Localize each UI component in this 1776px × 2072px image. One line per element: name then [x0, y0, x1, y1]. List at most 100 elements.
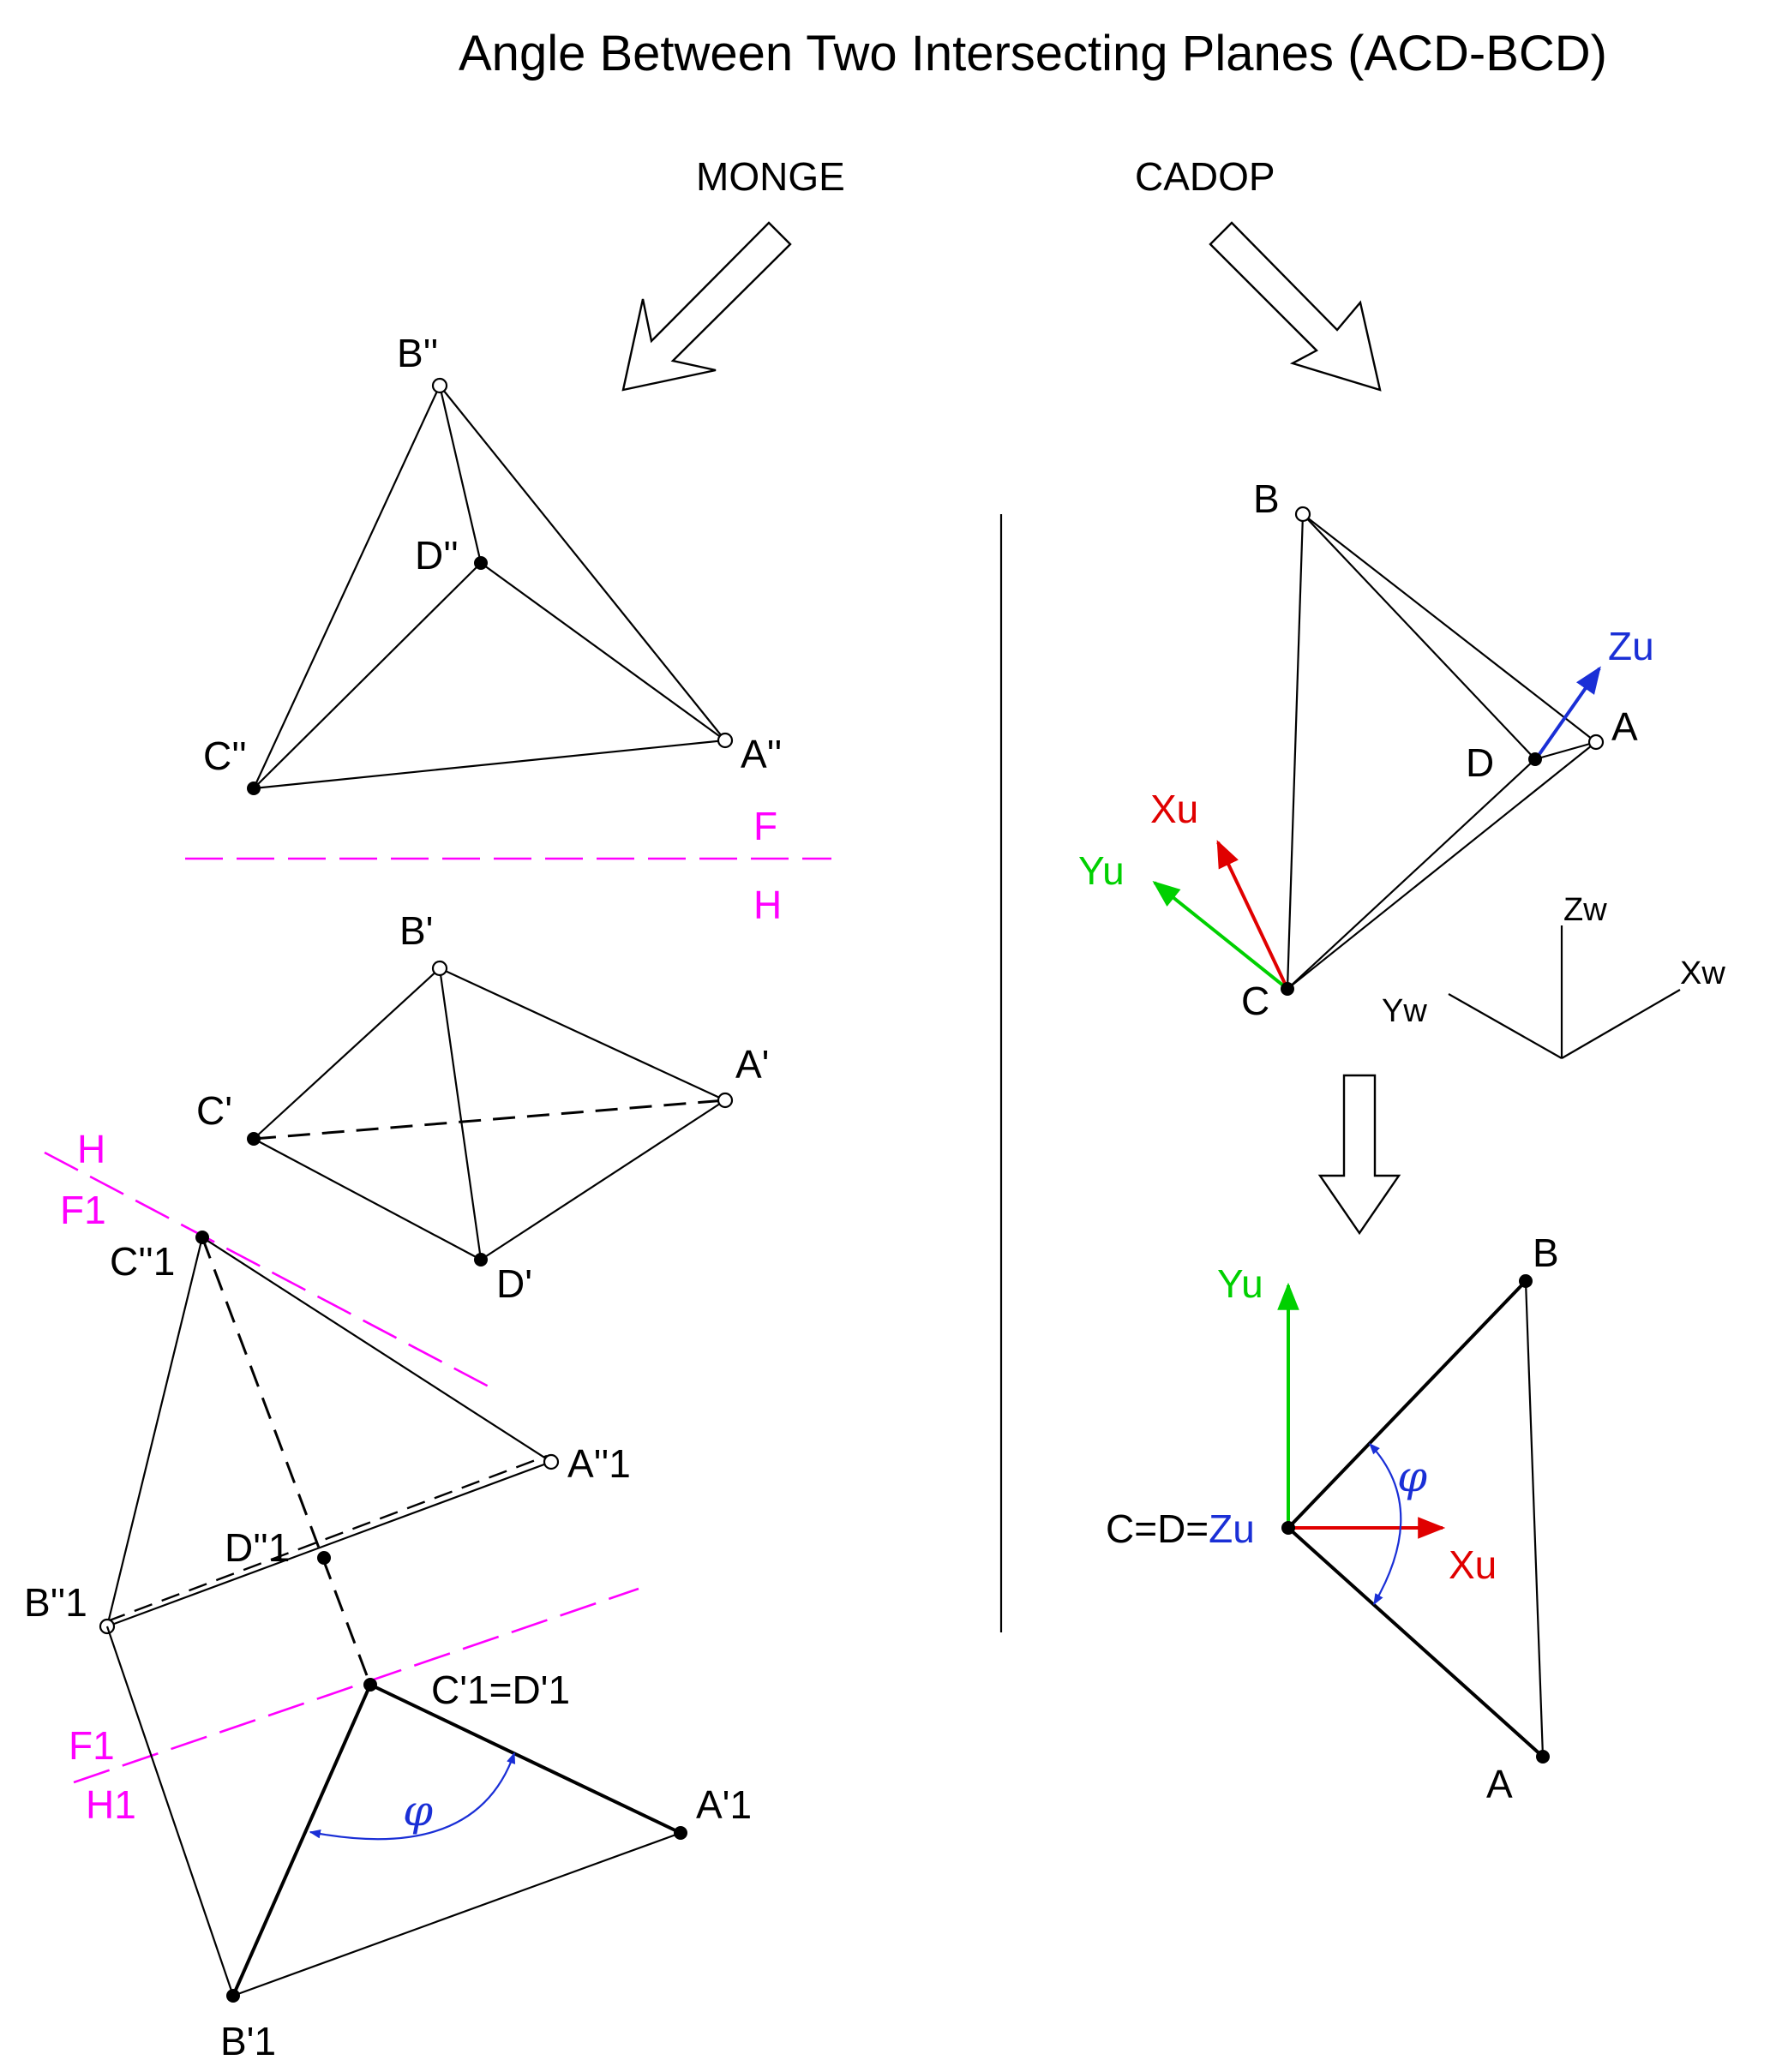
point-b [431, 960, 448, 977]
edge-b-d [438, 385, 483, 564]
point-cd [1281, 1521, 1295, 1535]
point-cd [363, 1678, 377, 1692]
label-a: A [1611, 704, 1638, 749]
label-a: A'' [741, 732, 782, 776]
label-yu: Yu [1078, 848, 1125, 893]
point-b [431, 377, 448, 394]
axis-label-f1: F1 [60, 1188, 106, 1232]
point-a [1587, 734, 1605, 751]
edge-b-d [1302, 513, 1536, 760]
edge-c-d [253, 1138, 482, 1261]
label-a: A' [735, 1042, 769, 1087]
top-view: B' C' A' D' [196, 908, 769, 1306]
cadop-result-view: B A Yu Xu C=D=Zu φ [1106, 1231, 1559, 1806]
point-c [247, 781, 261, 795]
edge-c-a [253, 739, 726, 790]
label-d: D''1 [225, 1525, 290, 1570]
edge-d-a [480, 1099, 726, 1261]
yu-axis-arrow [1152, 881, 1289, 991]
label-d: D' [496, 1261, 532, 1306]
edge-c-a [1287, 741, 1597, 990]
edge-d-a [480, 562, 726, 741]
angle-phi-label: φ [1397, 1452, 1427, 1501]
point-a [717, 1092, 734, 1109]
axis-label-f: F [753, 804, 777, 848]
point-a [717, 732, 734, 749]
axis-label-h: H [753, 883, 782, 927]
label-xu: Xu [1150, 787, 1198, 831]
label-cdzu: C=D=Zu [1106, 1506, 1255, 1551]
point-d [317, 1551, 331, 1565]
world-axes: Zw Xw Yw [1382, 892, 1725, 1059]
angle-arc [1369, 1443, 1402, 1606]
point-d [474, 556, 488, 570]
point-c [247, 1132, 261, 1146]
point-b [1294, 506, 1311, 523]
yw-axis [1448, 993, 1563, 1059]
label-c: C [1241, 979, 1269, 1023]
label-b: B''1 [24, 1580, 87, 1625]
axis-label-f1: F1 [69, 1723, 115, 1768]
label-d: D'' [415, 533, 459, 578]
edge-b-b1 [105, 1626, 235, 1997]
page-title: Angle Between Two Intersecting Planes (A… [459, 26, 1607, 81]
label-b: B'1 [220, 2019, 276, 2063]
label-a: A'1 [696, 1782, 752, 1827]
label-b: B [1533, 1231, 1559, 1275]
edge-d-a [1534, 740, 1597, 761]
axis-label-h1: H1 [86, 1782, 136, 1827]
edge-c-a [201, 1237, 552, 1463]
label-b: B'' [397, 331, 438, 375]
label-a: A [1486, 1762, 1513, 1806]
frontal-view: B'' D'' C'' A'' [203, 331, 782, 795]
auxiliary-view: C''1 A''1 D''1 B''1 [24, 1231, 631, 1686]
edge-view: C'1=D'1 A'1 B'1 φ [105, 1626, 752, 2063]
edge-cd-b [231, 1684, 372, 1997]
edge-b-a [1524, 1280, 1545, 1758]
edge-c-a [1287, 1526, 1545, 1758]
edge-b-a-hidden [106, 1454, 548, 1623]
edge-b-a [106, 1460, 552, 1628]
point-b [1519, 1274, 1533, 1288]
edge-b-a [439, 385, 726, 741]
cadop-header: CADOP [1135, 154, 1275, 199]
edge-a-b [232, 1831, 681, 1997]
cadop-direction-arrow [1209, 221, 1382, 392]
point-a [674, 1826, 687, 1840]
monge-direction-arrow [621, 221, 792, 392]
point-d [474, 1253, 488, 1267]
axis-f1-h1 [73, 1587, 639, 1784]
label-c: C''1 [110, 1239, 175, 1284]
xw-axis [1561, 989, 1681, 1059]
axis-label-h: H [77, 1127, 105, 1171]
angle-phi-label: φ [403, 1786, 433, 1835]
point-a [1536, 1750, 1550, 1764]
label-cd: C'1=D'1 [431, 1668, 570, 1712]
xu-axis-arrow [1216, 840, 1289, 990]
label-yw: Yw [1382, 993, 1427, 1029]
angle-arc [309, 1752, 516, 1841]
cadop-3d-view: B A D C Zu Xu Yu [1078, 476, 1654, 1023]
edge-b-c [253, 385, 441, 789]
point-c [1281, 982, 1294, 996]
label-cd-prefix: C=D= [1106, 1506, 1209, 1551]
edge-c-b [105, 1237, 204, 1627]
zu-axis-arrow [1538, 666, 1601, 756]
edge-c-d-hidden [201, 1237, 372, 1686]
edge-b-c [1286, 513, 1305, 990]
label-zw: Zw [1563, 892, 1607, 928]
point-c [195, 1231, 209, 1244]
label-b: B [1253, 476, 1280, 521]
result-direction-arrow [1317, 1074, 1401, 1236]
point-d [1528, 752, 1542, 766]
label-d: D [1466, 740, 1494, 785]
label-xw: Xw [1680, 955, 1725, 991]
label-c: C' [196, 1088, 232, 1133]
edge-c-a-hidden [253, 1099, 726, 1141]
label-zu: Zu [1608, 624, 1654, 668]
label-c: C'' [203, 734, 247, 778]
monge-header: MONGE [696, 154, 845, 199]
edge-d-c [253, 562, 482, 789]
edge-c-b [1287, 1279, 1527, 1530]
